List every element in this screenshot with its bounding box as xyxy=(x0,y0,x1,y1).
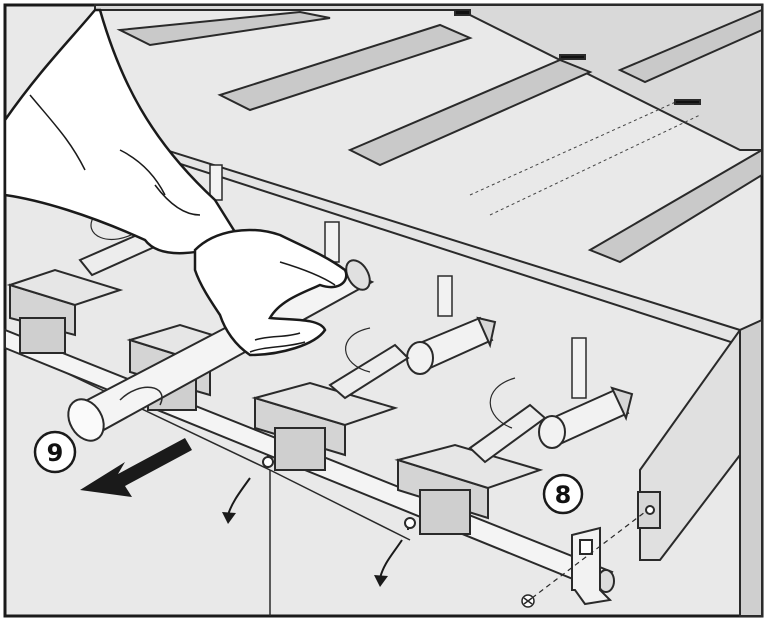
curved-arrow-icon xyxy=(222,477,403,587)
side-wall xyxy=(637,318,763,617)
step-8-callout: 8 xyxy=(542,473,584,515)
housing-slat-2 xyxy=(217,23,473,112)
thumb xyxy=(279,261,336,286)
ignition-wire-2 xyxy=(345,327,371,373)
top-mark-1 xyxy=(559,54,586,60)
hand xyxy=(193,228,348,357)
housing-slat-3 xyxy=(347,58,593,167)
top-mark-2 xyxy=(674,99,701,105)
appliance-housing xyxy=(59,4,763,347)
mounting-tabs xyxy=(209,164,587,399)
guide-dashed-line-2 xyxy=(489,114,701,216)
lower-panels xyxy=(59,369,411,616)
housing-slat-4 xyxy=(587,148,763,264)
side-wall-edge xyxy=(739,318,763,617)
sleeve xyxy=(3,8,242,255)
ignition-wire-3 xyxy=(489,377,516,429)
step-9-label: 9 xyxy=(47,439,64,467)
finger-line-1 xyxy=(254,332,301,341)
hand-icon xyxy=(3,8,348,357)
screw-icon xyxy=(521,594,535,608)
side-bracket-hole xyxy=(645,505,655,515)
burner-4 xyxy=(394,403,547,535)
bracket-clip xyxy=(571,526,613,606)
sleeve-fold-1 xyxy=(29,94,86,171)
sleeve-fold-3 xyxy=(154,184,201,216)
housing-slat-5 xyxy=(617,8,763,84)
step-8-label: 8 xyxy=(555,481,572,509)
guide-dashed-line xyxy=(469,99,681,196)
nozzle-2 xyxy=(538,386,634,449)
arrow-left-icon xyxy=(80,438,192,497)
curved-arrow-2 xyxy=(379,539,403,579)
top-mark-3 xyxy=(454,9,471,16)
step-9-callout: 9 xyxy=(33,430,77,474)
sleeve-fold-2 xyxy=(119,149,166,196)
finger-line-2 xyxy=(249,341,306,353)
nozzle-1 xyxy=(406,316,497,375)
screw-guide-line xyxy=(531,511,646,599)
curved-arrow-1 xyxy=(227,477,251,516)
housing-slat-1 xyxy=(116,10,331,47)
